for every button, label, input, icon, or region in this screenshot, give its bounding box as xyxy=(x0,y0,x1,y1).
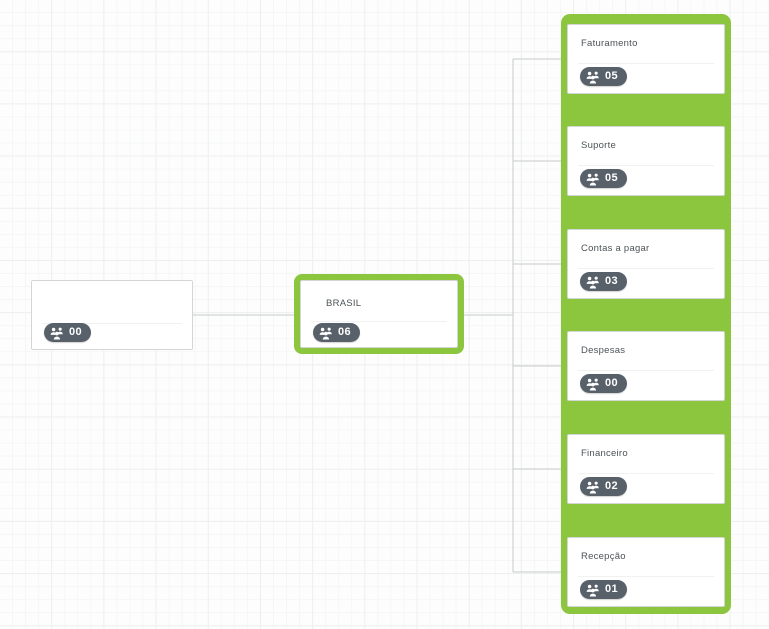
people-group-icon xyxy=(50,326,64,340)
org-node-brasil-count-badge[interactable]: 06 xyxy=(313,323,361,342)
org-node-department[interactable]: Recepção 01 xyxy=(567,537,725,607)
org-node-department[interactable]: Financeiro 02 xyxy=(567,434,725,504)
org-node-department-title: Faturamento xyxy=(581,38,638,49)
card-divider xyxy=(42,323,182,324)
org-node-department-count: 05 xyxy=(605,172,619,184)
card-divider xyxy=(578,165,714,166)
people-group-icon xyxy=(586,480,600,494)
card-divider xyxy=(578,576,714,577)
org-node-department-title: Despesas xyxy=(581,345,626,356)
org-node-brasil-count: 06 xyxy=(338,326,352,338)
card-divider xyxy=(578,473,714,474)
org-node-root[interactable]: 00 xyxy=(31,280,193,350)
org-node-root-count: 00 xyxy=(69,326,83,338)
card-divider xyxy=(578,370,714,371)
org-node-department[interactable]: Faturamento 05 xyxy=(567,24,725,94)
org-node-department-count: 05 xyxy=(605,70,619,82)
people-group-icon xyxy=(319,326,333,340)
people-group-icon xyxy=(586,377,600,391)
org-node-department-title: Recepção xyxy=(581,551,626,562)
people-group-icon xyxy=(586,583,600,597)
card-divider xyxy=(311,321,447,322)
org-node-department-title: Financeiro xyxy=(581,448,628,459)
card-divider xyxy=(578,63,714,64)
org-node-department-title: Suporte xyxy=(581,140,617,151)
org-node-department-count: 00 xyxy=(605,377,619,389)
card-divider xyxy=(578,268,714,269)
org-node-department-count-badge[interactable]: 00 xyxy=(580,374,628,393)
people-group-icon xyxy=(586,70,600,84)
org-node-department-count-badge[interactable]: 01 xyxy=(580,580,628,599)
org-node-department[interactable]: Despesas 00 xyxy=(567,331,725,401)
org-node-department-count-badge[interactable]: 03 xyxy=(580,272,628,291)
org-node-department-title: Contas a pagar xyxy=(581,243,650,254)
org-node-root-count-badge[interactable]: 00 xyxy=(44,323,92,342)
people-group-icon xyxy=(586,275,600,289)
org-node-department-count-badge[interactable]: 05 xyxy=(580,67,628,86)
org-node-department-count-badge[interactable]: 02 xyxy=(580,477,628,496)
department-group-selection-frame xyxy=(561,14,731,614)
org-node-department[interactable]: Contas a pagar 03 xyxy=(567,229,725,299)
org-node-department[interactable]: Suporte 05 xyxy=(567,126,725,196)
org-node-department-count-badge[interactable]: 05 xyxy=(580,169,628,188)
people-group-icon xyxy=(586,172,600,186)
org-node-department-count: 03 xyxy=(605,275,619,287)
org-node-department-count: 01 xyxy=(605,583,619,595)
org-node-brasil[interactable]: BRASIL 06 xyxy=(300,280,458,348)
org-node-brasil-title: BRASIL xyxy=(326,298,362,309)
org-node-department-count: 02 xyxy=(605,480,619,492)
